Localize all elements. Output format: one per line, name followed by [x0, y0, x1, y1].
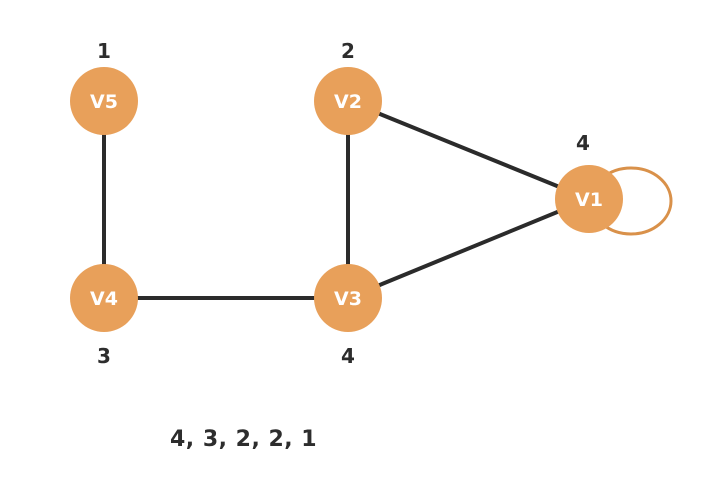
node-v2: V2 [314, 67, 382, 135]
degree-label-v3: 4 [341, 344, 355, 368]
node-circle [70, 67, 138, 135]
degree-sequence: 4, 3, 2, 2, 1 [170, 427, 318, 452]
node-circle [555, 165, 623, 233]
node-v5: V5 [70, 67, 138, 135]
node-v3: V3 [314, 264, 382, 332]
node-circle [314, 67, 382, 135]
degree-label-v4: 3 [97, 344, 111, 368]
node-v1: V1 [555, 165, 623, 233]
node-label: V2 [334, 91, 362, 113]
edge-v2-v1 [346, 99, 591, 201]
node-circle [314, 264, 382, 332]
node-v4: V4 [70, 264, 138, 332]
node-circle [70, 264, 138, 332]
node-label: V5 [90, 91, 118, 113]
degree-label-v1: 4 [576, 131, 590, 155]
degree-labels-layer: 1 2 4 3 4 [97, 39, 590, 368]
node-label: V3 [334, 288, 362, 310]
node-label: V1 [575, 189, 603, 211]
degree-label-v5: 1 [97, 39, 111, 63]
degree-label-v2: 2 [341, 39, 355, 63]
node-label: V4 [90, 288, 118, 310]
edge-v3-v1 [346, 197, 591, 300]
